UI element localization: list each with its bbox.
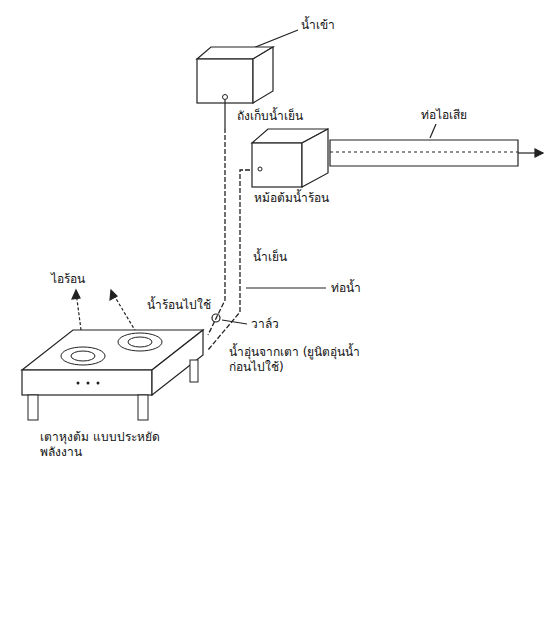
equipment-caption: เตาหุงต้ม แบบประหยัดพลังงาน <box>40 430 190 460</box>
arrow-head <box>535 149 543 157</box>
equipment-caption: หม้อต้มน้ำร้อน <box>254 191 358 206</box>
leader-line <box>246 287 326 288</box>
arrow-head <box>72 290 80 299</box>
part-label: ท่อไอเสีย <box>420 108 468 123</box>
part-label: น้ำเข้า <box>300 18 336 33</box>
part-label: ไอร้อน <box>50 272 86 287</box>
part-label: วาล์ว <box>250 317 280 332</box>
equipment-node: เตาหุงต้ม แบบประหยัดพลังงาน <box>18 320 208 464</box>
water-pipe <box>208 170 250 350</box>
part-label: น้ำร้อนไปใช้ <box>146 298 212 313</box>
arrow-head <box>110 290 117 300</box>
pipe-line <box>330 151 518 152</box>
heat-arrow <box>112 292 136 332</box>
equipment-caption: ถังเก็บน้ำเย็น <box>237 109 325 124</box>
part-label: ท่อน้ำ <box>330 281 362 296</box>
equipment-node: ถังเก็บน้ำเย็น <box>195 45 325 128</box>
part-label: น้ำอุ่นจากเตา (ยูนิตอุ่นน้ำก่อนไปใช้) <box>228 345 380 375</box>
exhaust-pipe <box>330 140 518 166</box>
part-label: น้ำเย็น <box>252 250 288 265</box>
equipment-node: หม้อต้มน้ำร้อน <box>250 125 360 210</box>
leader-line <box>222 320 247 324</box>
leader-line <box>430 124 436 138</box>
